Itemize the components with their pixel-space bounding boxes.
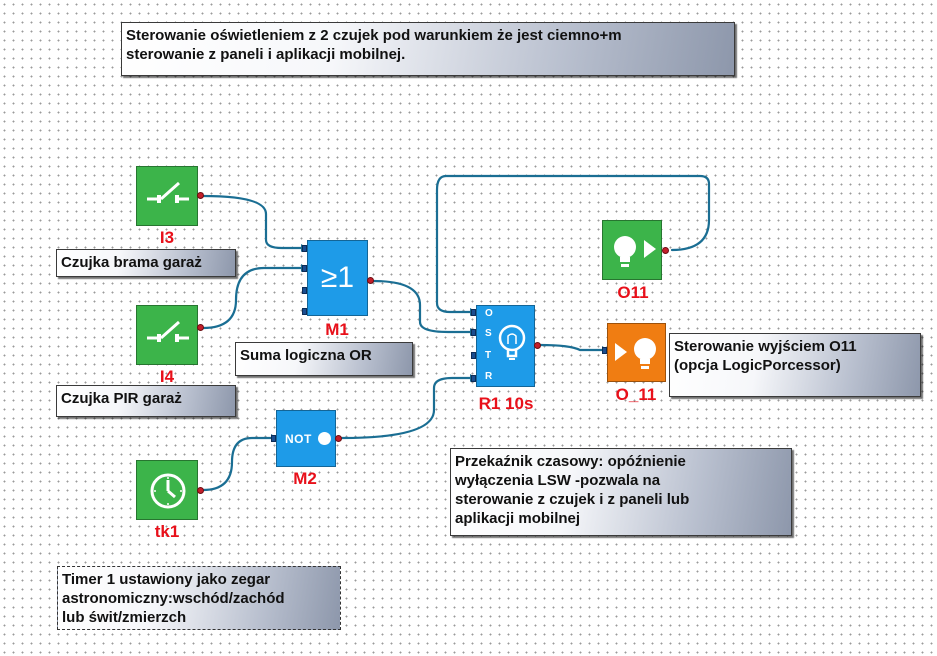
i4-output-pin[interactable] (197, 324, 204, 331)
label-o_11: O_11 (615, 385, 657, 404)
label-r1: R1 10s (478, 394, 534, 413)
r1-input-pin-o[interactable] (471, 309, 476, 316)
m2-output-pin[interactable] (335, 435, 342, 442)
label-i3: I3 (159, 228, 175, 247)
i3-description-note: Czujka brama garaż (56, 249, 236, 277)
negation-dot-icon (318, 432, 331, 445)
bulb-input-icon (614, 236, 656, 267)
input-block-i3[interactable] (136, 166, 198, 226)
m1-output-pin[interactable] (367, 277, 374, 284)
or-symbol: ≥1 (320, 261, 355, 294)
r1-input-o-label: O (485, 308, 493, 319)
output-status-block-o11[interactable] (602, 220, 662, 280)
output-block-o_11[interactable] (607, 323, 666, 382)
clock-icon (150, 473, 186, 509)
label-m2: M2 (293, 469, 317, 488)
timer-description-note: Timer 1 ustawiony jako zegar astronomicz… (57, 566, 341, 630)
m1-input-pin-2[interactable] (302, 265, 307, 272)
output-description-note: Sterowanie wyjściem O11 (opcja LogicPorc… (669, 333, 921, 397)
label-i4: I4 (159, 367, 175, 386)
i4-description-note: Czujka PIR garaż (56, 385, 236, 417)
o11-output-pin[interactable] (662, 247, 669, 254)
title-note: Sterowanie oświetleniem z 2 czujek pod w… (121, 22, 735, 76)
lightbulb-icon (498, 324, 526, 360)
m1-input-pin-1[interactable] (302, 245, 307, 252)
r1-input-t-label: T (485, 350, 492, 361)
switch-icon (147, 181, 189, 203)
r1-input-pin-t[interactable] (471, 352, 476, 359)
bulb-output-icon (615, 338, 656, 369)
r1-output-pin[interactable] (534, 342, 541, 349)
label-tk1: tk1 (154, 522, 180, 541)
wire-tk1-m2 (201, 436, 274, 492)
i3-output-pin[interactable] (197, 192, 204, 199)
input-block-i4[interactable] (136, 305, 198, 365)
wire-m2-r1 (340, 376, 473, 440)
label-m1: M1 (325, 320, 349, 339)
switch-icon (147, 320, 189, 342)
m1-input-pin-3[interactable] (302, 287, 307, 294)
r1-input-pin-r[interactable] (471, 375, 476, 382)
wire-feedback-o11-r1 (435, 174, 711, 314)
r1-input-s-label: S (485, 328, 492, 339)
m1-description-note: Suma logiczna OR (235, 342, 413, 376)
m2-input-pin[interactable] (271, 435, 276, 442)
wire-i3-m1 (201, 194, 304, 250)
tk1-output-pin[interactable] (197, 487, 204, 494)
wire-r1-output (538, 343, 605, 352)
r1-input-pin-s[interactable] (471, 329, 476, 336)
wire-i4-m1 (201, 266, 304, 330)
r1-input-r-label: R (485, 371, 493, 382)
or-gate-block-m1[interactable]: ≥1 (307, 240, 368, 316)
relay-block-r1[interactable]: O S T R (476, 305, 535, 387)
not-gate-block-m2[interactable]: NOT (276, 410, 336, 467)
m1-input-pin-4[interactable] (302, 308, 307, 315)
label-o11: O11 (617, 283, 649, 302)
wire-m1-r1 (371, 279, 473, 334)
o_11-input-pin[interactable] (602, 347, 607, 354)
relay-description-note: Przekaźnik czasowy: opóźnienie wyłączeni… (450, 448, 792, 536)
timer-block-tk1[interactable] (136, 460, 198, 520)
not-symbol: NOT (285, 432, 312, 446)
